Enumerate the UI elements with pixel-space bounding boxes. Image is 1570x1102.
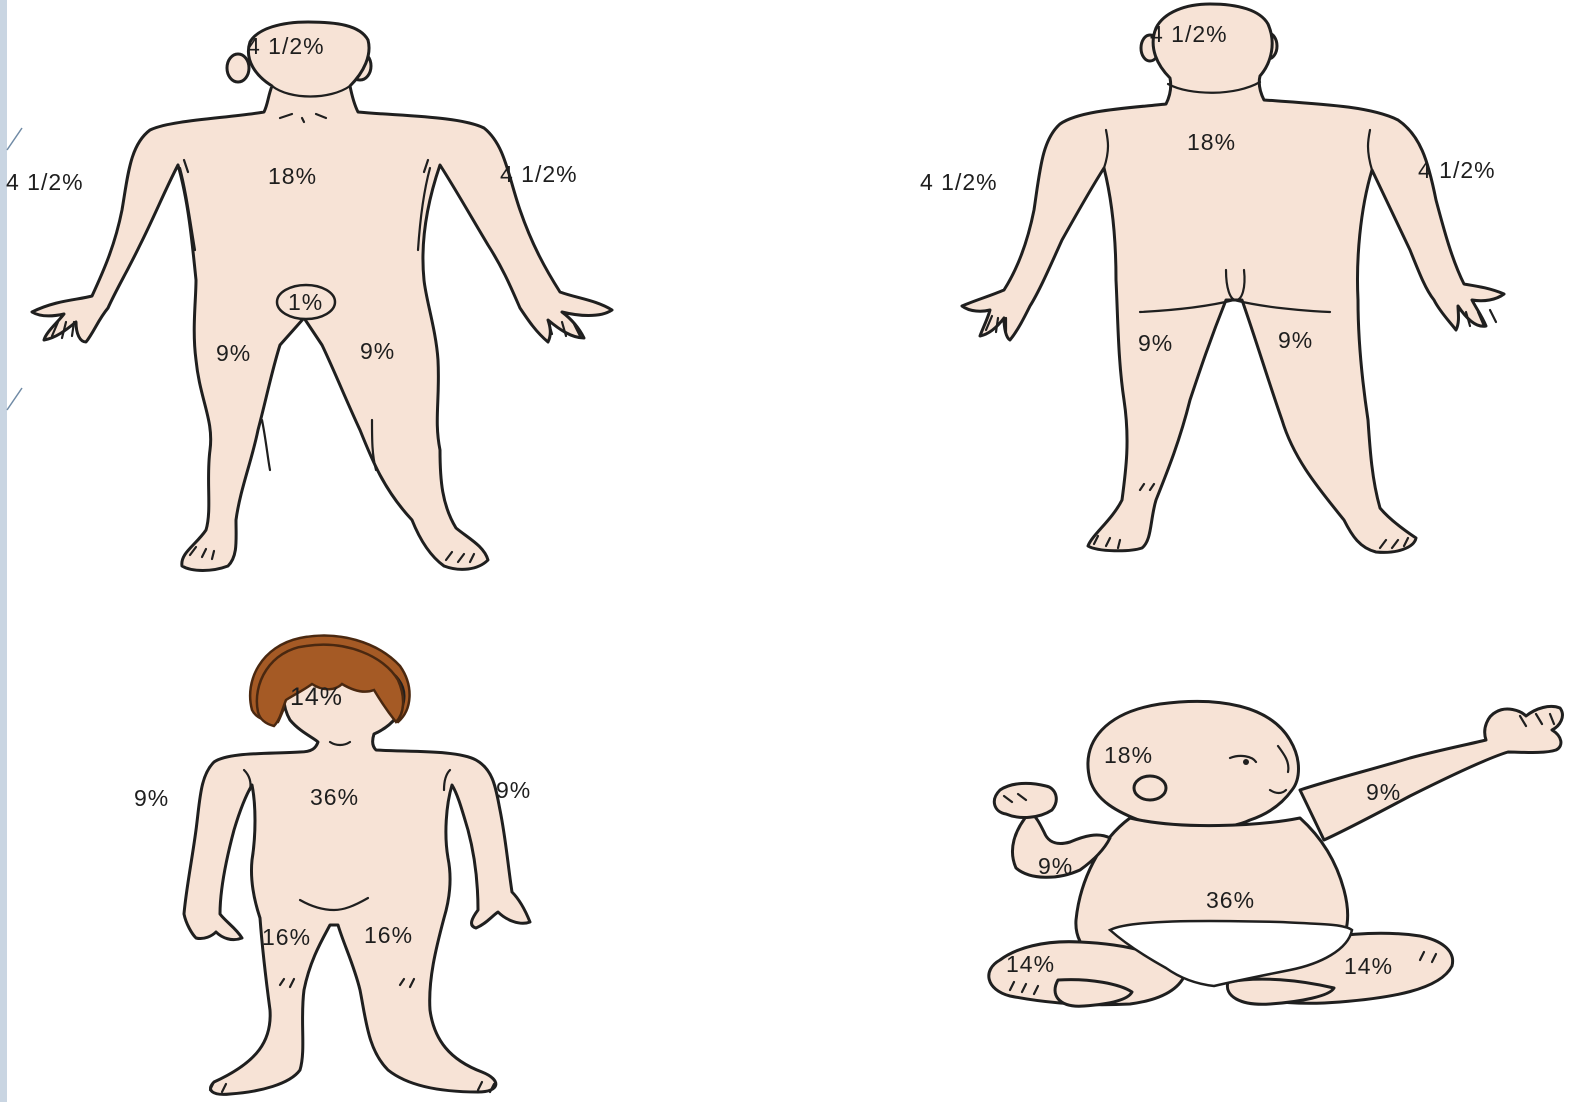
- infant-figure: [989, 701, 1563, 1006]
- infant-head-label: 18%: [1104, 742, 1153, 768]
- child-left-leg-label: 16%: [262, 924, 311, 950]
- child-head-label: 14%: [290, 683, 343, 711]
- infant-right-leg-label: 14%: [1344, 953, 1393, 979]
- adult-front-right-leg-label: 9%: [360, 338, 395, 364]
- child-right-arm-label: 9%: [496, 777, 531, 803]
- adult-front-head-label: 4 1/2%: [247, 33, 325, 59]
- adult-back-head-label: 4 1/2%: [1150, 21, 1228, 47]
- adult-back-trunk-label: 18%: [1187, 129, 1236, 155]
- slide-frame: [0, 0, 22, 1102]
- child-right-leg-label: 16%: [364, 922, 413, 948]
- adult-back-right-arm-label: 4 1/2%: [1418, 157, 1496, 183]
- adult-front-genitalia-label: 1%: [288, 289, 323, 315]
- infant-trunk-label: 36%: [1206, 887, 1255, 913]
- child-figure: [184, 636, 530, 1095]
- adult-front-left-arm-label: 4 1/2%: [6, 169, 84, 195]
- adult-back-left-arm-label: 4 1/2%: [920, 169, 998, 195]
- adult-back-left-leg-label: 9%: [1138, 330, 1173, 356]
- adult-back-figure: [962, 4, 1504, 552]
- child-left-arm-label: 9%: [134, 785, 169, 811]
- adult-front-trunk-label: 18%: [268, 163, 317, 189]
- infant-left-leg-label: 14%: [1006, 951, 1055, 977]
- infant-raised-arm-label: 9%: [1366, 779, 1401, 805]
- adult-front-left-leg-label: 9%: [216, 340, 251, 366]
- infant-bent-arm-label: 9%: [1038, 853, 1073, 879]
- adult-back-right-leg-label: 9%: [1278, 327, 1313, 353]
- adult-front-right-arm-label: 4 1/2%: [500, 161, 578, 187]
- child-trunk-label: 36%: [310, 784, 359, 810]
